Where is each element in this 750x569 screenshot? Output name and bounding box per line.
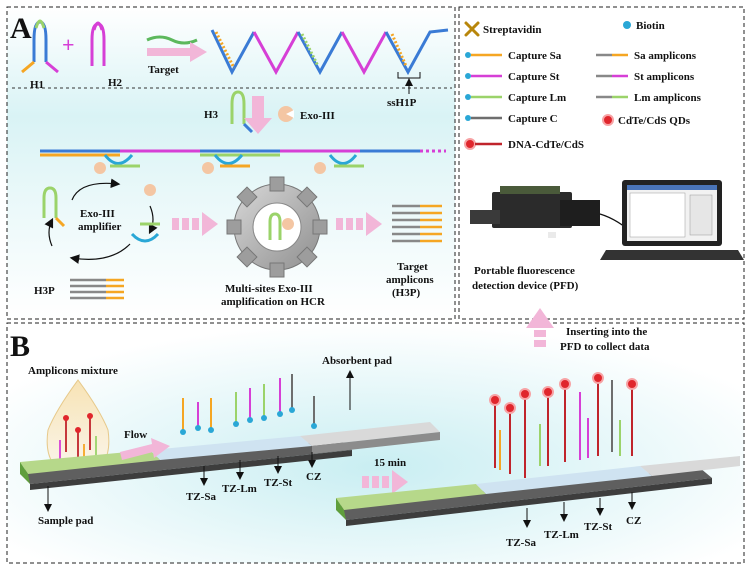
legend-frame xyxy=(458,6,745,320)
label-tz-lm-1: TZ-Lm xyxy=(222,483,257,495)
arrow-down-exo xyxy=(244,96,272,134)
exo-iii-icon xyxy=(94,162,106,174)
label-insert-line1: Inserting into the xyxy=(566,326,647,338)
panel-a-letter: A xyxy=(10,12,32,45)
label-amplifier-line1: Exo-III xyxy=(80,208,115,220)
panel-b: B Amplicons mixture xyxy=(6,308,745,564)
label-target-amp-line1: Target xyxy=(397,261,428,273)
target-strand xyxy=(146,35,198,45)
legend-capture-c: Capture C xyxy=(508,113,558,125)
hairpin-h2 xyxy=(90,21,106,66)
insert-arrow xyxy=(526,308,554,347)
legend-capture-sa-swatch xyxy=(465,52,502,58)
target-amplicons-bundle xyxy=(392,204,442,243)
label-exo-iii: Exo-III xyxy=(300,110,335,122)
legend-capture-st: Capture St xyxy=(508,71,560,83)
gear-icon xyxy=(226,176,328,278)
label-sample-pad: Sample pad xyxy=(38,515,93,527)
flow-arrow xyxy=(120,438,170,460)
label-amplicons-mixture: Amplicons mixture xyxy=(28,365,118,377)
legend-capture-c-swatch xyxy=(465,115,502,121)
label-h3p: H3P xyxy=(34,285,55,297)
time-arrow xyxy=(362,470,408,494)
label-multisite-line2: amplification on HCR xyxy=(221,296,326,308)
qd-icon xyxy=(602,114,614,126)
hcr-product xyxy=(210,28,449,76)
strip-1-probes xyxy=(180,374,317,435)
label-cz-1: CZ xyxy=(306,471,321,483)
legend-biotin: Biotin xyxy=(636,20,665,32)
label-tz-sa-1: TZ-Sa xyxy=(186,491,216,503)
plus-sign: + xyxy=(62,32,75,57)
dashed-arrow-2 xyxy=(336,212,382,236)
label-h1: H1 xyxy=(30,79,44,91)
label-target: Target xyxy=(148,64,179,76)
legend-lm-amplicons: Lm amplicons xyxy=(634,92,702,104)
biotin-icon xyxy=(623,21,631,29)
hairpin-h3 xyxy=(230,90,254,134)
label-ssh1p: ssH1P xyxy=(387,97,417,109)
label-h3: H3 xyxy=(204,109,219,121)
lateral-flow-strip-1 xyxy=(20,422,440,490)
strip-2-probes xyxy=(489,372,638,478)
legend-capture-lm: Capture Lm xyxy=(508,92,566,104)
device-label-line2: detection device (PFD) xyxy=(472,280,579,292)
panel-b-letter: B xyxy=(10,330,30,363)
label-target-amp-line3: (H3P) xyxy=(392,287,420,299)
legend-dna-cdte-swatch xyxy=(464,138,502,150)
label-flow: Flow xyxy=(124,429,147,441)
label-h2: H2 xyxy=(108,77,123,89)
exo-iii-icon xyxy=(314,162,326,174)
label-time: 15 min xyxy=(374,457,406,469)
legend-panel: Streptavidin Biotin Capture Sa Capture S… xyxy=(458,6,745,320)
legend-st-amplicons: St amplicons xyxy=(634,71,695,83)
label-insert-line2: PFD to collect data xyxy=(560,341,650,353)
legend-capture-lm-swatch xyxy=(465,94,502,100)
label-target-amp-line2: amplicons xyxy=(386,274,434,286)
pfd-device-icon xyxy=(470,186,600,238)
label-multisite-line1: Multi-sites Exo-III xyxy=(225,283,313,295)
legend-streptavidin: Streptavidin xyxy=(483,24,541,36)
label-tz-st-1: TZ-St xyxy=(264,477,292,489)
legend-sa-amplicons: Sa amplicons xyxy=(634,50,697,62)
legend-capture-sa: Capture Sa xyxy=(508,50,562,62)
legend-qds: CdTe/CdS QDs xyxy=(618,115,691,127)
hcr-duplex xyxy=(40,149,446,168)
device-label-line1: Portable fluorescence xyxy=(474,265,575,277)
h3p-bundle xyxy=(70,278,124,300)
dashed-arrow-1 xyxy=(172,212,218,236)
label-tz-st-2: TZ-St xyxy=(584,521,612,533)
legend-capture-st-swatch xyxy=(465,73,502,79)
hairpin-h1 xyxy=(21,19,59,74)
arrow-target xyxy=(147,42,207,62)
legend-dna-cdte: DNA-CdTe/CdS xyxy=(508,139,584,151)
label-cz-2: CZ xyxy=(626,515,641,527)
lateral-flow-strip-2 xyxy=(336,456,740,526)
streptavidin-icon xyxy=(464,21,480,37)
amplifier-cycle xyxy=(42,178,160,264)
label-amplifier-line2: amplifier xyxy=(78,221,121,233)
laptop-icon xyxy=(600,180,744,260)
label-tz-lm-2: TZ-Lm xyxy=(544,529,579,541)
label-tz-sa-2: TZ-Sa xyxy=(506,537,536,549)
exo-iii-icon xyxy=(202,162,214,174)
panel-a: A H1 + H2 Target xyxy=(6,6,456,320)
label-absorbent-pad: Absorbent pad xyxy=(322,355,392,367)
